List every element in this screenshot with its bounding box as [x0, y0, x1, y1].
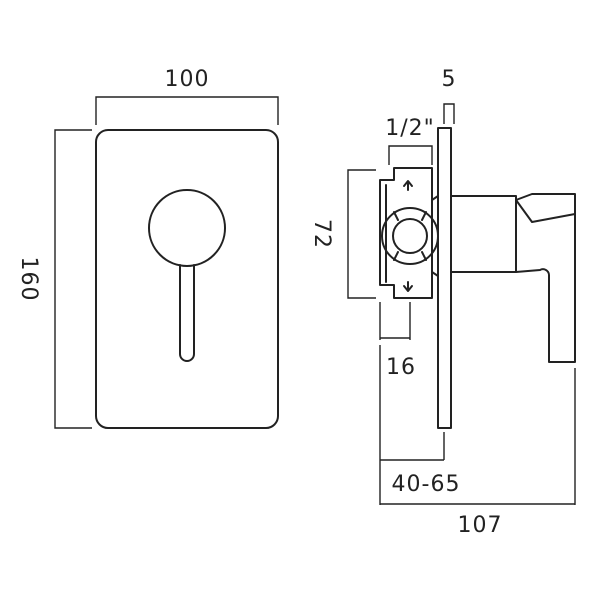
front-view: [95, 129, 279, 429]
height-dimension: 160: [16, 129, 92, 429]
handle-body: [450, 195, 517, 273]
side-view: [379, 127, 576, 429]
total-depth-label: 107: [458, 513, 503, 538]
flow-arrow-down-icon: [403, 281, 413, 292]
side-cover-plate: [437, 127, 452, 429]
total-depth-dimension: 107: [380, 368, 576, 538]
width-label: 100: [165, 67, 210, 92]
cartridge-outer-ring: [381, 207, 439, 265]
body-height-dimension: 72: [309, 169, 376, 299]
body-height-label: 72: [309, 219, 334, 249]
valve-body: [379, 167, 433, 299]
handle-lever: [179, 264, 195, 362]
install-depth-dimension: 40-65: [379, 345, 461, 505]
flow-arrow-up-icon: [403, 180, 413, 191]
offset-dimension: 16: [379, 302, 416, 380]
handle-hub: [148, 189, 226, 267]
plate-thickness-label: 5: [442, 67, 457, 92]
width-dimension: 100: [95, 67, 279, 125]
thread-label: 1/2": [385, 116, 435, 141]
handle-lever-side: [515, 193, 576, 363]
height-label: 160: [16, 257, 41, 302]
install-depth-label: 40-65: [392, 472, 461, 497]
plate-thickness-dimension: 5: [442, 67, 457, 124]
thread-dimension: 1/2": [385, 116, 435, 165]
offset-label: 16: [386, 355, 416, 380]
cover-plate-outline: [95, 129, 279, 429]
cartridge-inner-ring: [392, 218, 428, 254]
